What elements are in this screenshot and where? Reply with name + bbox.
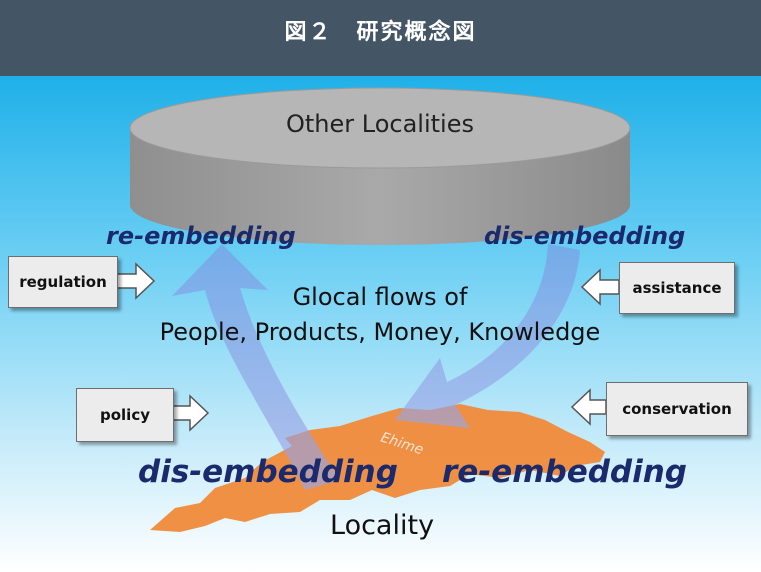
regulation-arrow-icon (115, 262, 156, 300)
conservation-arrow-icon (570, 388, 607, 426)
dis-embedding-top-label: dis-embedding (484, 222, 686, 250)
conservation-box: conservation (606, 382, 748, 436)
policy-arrow-icon (171, 394, 210, 432)
re-embedding-bottom-label: re-embedding (442, 454, 687, 490)
header-bar: 図２ 研究概念図 (0, 0, 761, 76)
dis-embedding-bottom-label: dis-embedding (138, 454, 398, 490)
glocal-flows-line1: Glocal flows of (292, 283, 468, 311)
downward-flow-arrow (395, 244, 580, 428)
assistance-box: assistance (619, 262, 735, 314)
regulation-box: regulation (8, 256, 118, 308)
locality-map (150, 404, 605, 532)
assistance-arrow-icon (580, 268, 620, 306)
glocal-flows-line2: People, Products, Money, Knowledge (159, 318, 601, 346)
locality-label: Locality (330, 510, 435, 541)
cylinder-top (129, 87, 631, 169)
other-localities-label: Other Localities (286, 110, 474, 138)
policy-box: policy (76, 388, 174, 442)
other-localities-cylinder (129, 87, 631, 245)
re-embedding-top-label: re-embedding (106, 222, 296, 250)
figure-title: 図２ 研究概念図 (284, 20, 477, 45)
upward-flow-arrow (172, 244, 340, 490)
